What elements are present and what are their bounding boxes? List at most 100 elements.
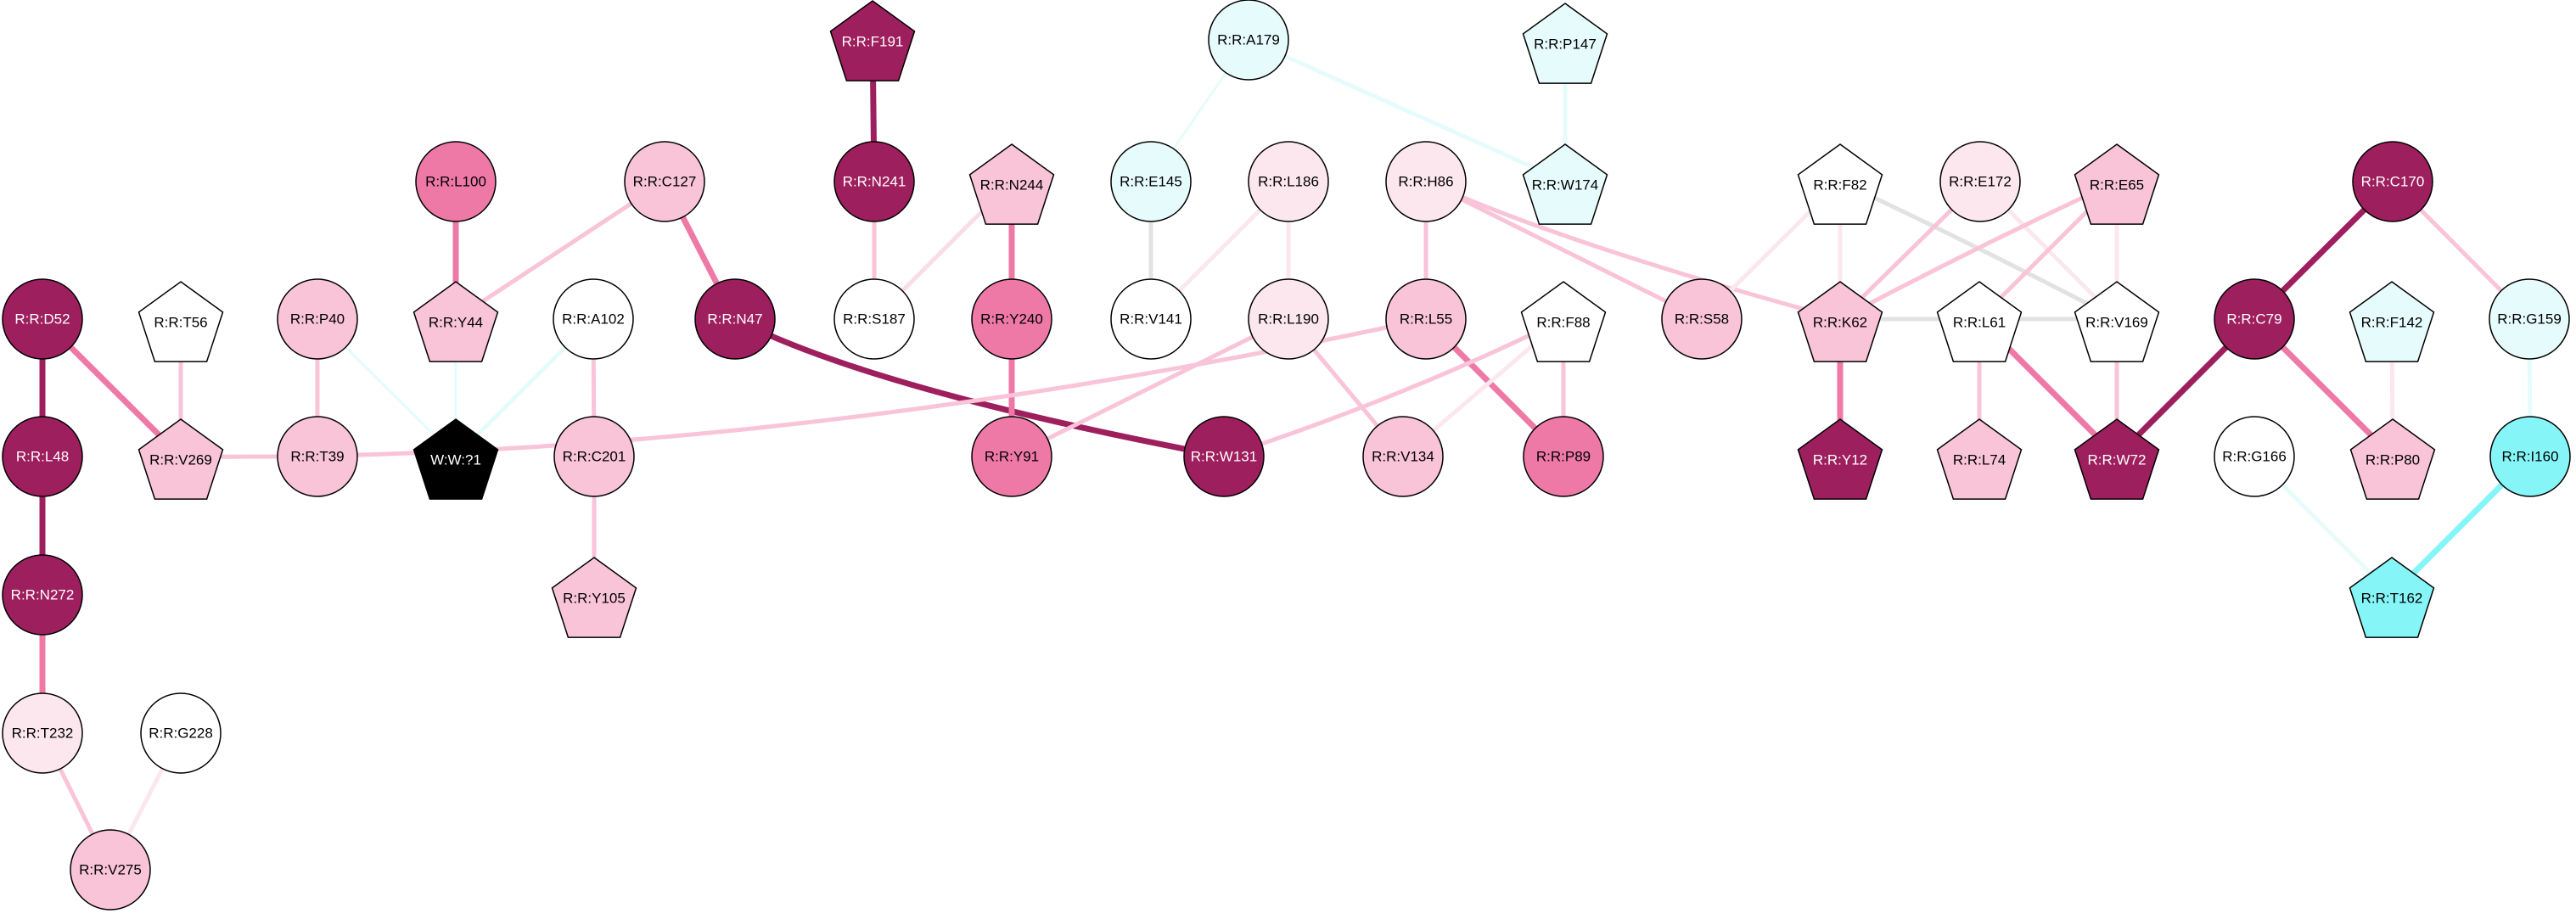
node-label: R:R:L48 [16,449,69,465]
circle-node-shape [971,278,1052,360]
node-label: R:R:L74 [1953,452,2006,468]
circle-node-shape [2214,416,2295,497]
node-g166: R:R:G166 [2214,416,2295,497]
pentagon-node-shape [2074,281,2160,362]
node-label: R:R:Y105 [563,591,626,607]
node-label: R:R:W72 [2088,452,2147,468]
circle-node-shape [140,692,222,774]
circle-node-shape [553,416,635,497]
node-label: R:R:Y240 [980,311,1043,328]
node-label: R:R:G166 [2222,449,2287,465]
pentagon-node-shape [1936,418,2023,500]
circle-node-shape [1385,141,1467,222]
node-label: R:R:P80 [2366,452,2420,468]
node-label: R:R:N241 [843,174,906,190]
node-label: R:R:W174 [1532,177,1598,193]
node-f142: R:R:F142 [2349,281,2435,362]
node-t39: R:R:T39 [277,416,358,497]
pentagon-node-shape [968,143,1055,225]
node-l61: R:R:L61 [1936,281,2023,362]
circle-node-shape [2,554,83,636]
node-label: R:R:V269 [149,452,212,468]
node-label: R:R:G159 [2497,311,2562,328]
node-n47: R:R:N47 [694,278,776,360]
node-label: R:R:C127 [633,174,697,190]
node-v275: R:R:V275 [70,829,151,911]
circle-node-shape [70,829,151,911]
pentagon-node-shape [412,281,499,362]
edge-n47-w131 [732,316,1227,460]
node-label: R:R:F88 [1536,315,1590,331]
circle-node-shape [2,416,83,497]
node-label: R:R:P40 [290,311,345,328]
circle-node-shape [277,416,358,497]
circle-node-shape [833,278,915,360]
node-label: R:R:T56 [154,315,207,331]
edge-e65-k62 [1838,179,2119,322]
edge-l190-y91 [1009,317,1291,459]
node-v169: R:R:V169 [2074,281,2160,362]
pentagon-node-shape [829,0,916,81]
pentagon-node-shape [1797,281,1883,362]
pentagon-node-shape [2349,418,2436,500]
node-label: R:R:V134 [1372,449,1434,465]
node-g228: R:R:G228 [140,692,222,774]
node-label: R:R:V169 [2085,315,2148,331]
node-label: R:R:T162 [2361,591,2423,607]
node-y12: R:R:Y12 [1797,418,1883,500]
node-label: R:R:L55 [1400,311,1452,328]
node-label: R:R:E65 [2090,177,2144,193]
pentagon-node-shape [1797,418,1883,500]
node-c79: R:R:C79 [2214,278,2295,360]
node-label: R:R:N244 [980,177,1044,193]
node-t232: R:R:T232 [2,692,83,774]
circle-node-shape [277,278,358,360]
node-c170: R:R:C170 [2352,141,2433,222]
edge-c127-y44 [453,179,667,322]
circle-node-shape [2352,141,2433,222]
node-i160: R:R:I160 [2489,416,2571,497]
node-t56: R:R:T56 [137,281,224,362]
node-label: W:W:?1 [430,452,481,468]
node-w174: R:R:W174 [1522,143,1608,225]
node-label: R:R:S187 [843,311,906,328]
node-l186: R:R:L186 [1248,141,1329,222]
pentagon-node-shape [2349,281,2435,362]
pentagon-node-shape [137,418,224,500]
node-label: R:R:C79 [2226,311,2281,328]
node-p40: R:R:P40 [277,278,358,360]
circle-node-shape [833,141,915,222]
node-l100: R:R:L100 [415,141,497,222]
pentagon-node-shape [1522,3,1608,84]
node-f191: R:R:F191 [829,0,916,81]
pentagon-node-shape [1936,281,2023,362]
node-v134: R:R:V134 [1362,416,1444,497]
node-l190: R:R:L190 [1248,278,1329,360]
circle-node-shape [624,141,705,222]
node-label: R:R:P147 [1534,36,1597,53]
node-n241: R:R:N241 [833,141,915,222]
pentagon-node-shape [412,418,499,500]
node-y44: R:R:Y44 [412,281,499,362]
node-e172: R:R:E172 [1939,141,2021,222]
node-label: R:R:F191 [842,34,904,50]
node-e65: R:R:E65 [2074,143,2160,225]
node-label: R:R:Y44 [429,315,483,331]
node-label: R:R:L190 [1258,311,1319,328]
node-v141: R:R:V141 [1110,278,1192,360]
edge-a179-w174 [1246,37,1568,184]
node-label: R:R:W131 [1191,449,1257,465]
circle-node-shape [1110,141,1192,222]
pentagon-node-shape [551,557,637,638]
node-w131: R:R:W131 [1183,416,1265,497]
node-d52: R:R:D52 [2,278,83,360]
node-label: R:R:E172 [1949,174,2012,190]
node-e145: R:R:E145 [1110,141,1192,222]
node-y105: R:R:Y105 [551,557,637,638]
node-label: R:R:L186 [1258,174,1319,190]
node-g159: R:R:G159 [2489,278,2570,360]
node-a179: R:R:A179 [1208,0,1289,81]
pentagon-node-shape [1522,143,1608,225]
pentagon-node-shape [137,281,224,362]
